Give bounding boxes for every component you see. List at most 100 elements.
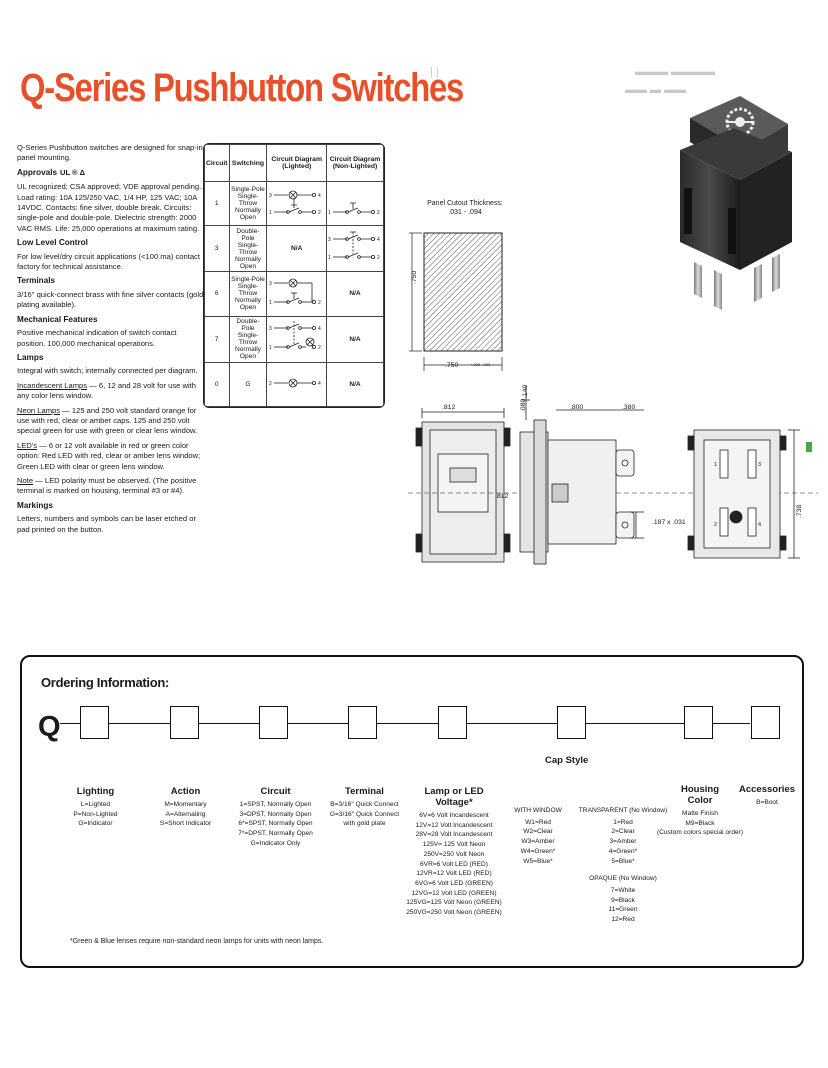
ordering-information-panel	[20, 655, 804, 968]
circuit-cell: 1	[204, 180, 230, 227]
action-code-box	[170, 706, 199, 739]
approval-marks: UL ® Δ	[60, 167, 85, 177]
transparent-heading: TRANSPARENT (No Window)	[578, 807, 668, 814]
led-text: — 6 or 12 volt available in red or green…	[17, 440, 201, 471]
dim-cutout-width: .750	[445, 362, 459, 369]
lamps-heading: Lamps	[17, 352, 44, 362]
option-item: G=Indicator	[78, 820, 113, 828]
dim-140: .140	[522, 384, 529, 398]
incandescent-para: Incandescent Lamps — 6, 12 and 28 volt f…	[17, 381, 205, 402]
action-heading: Action	[170, 786, 201, 797]
option-item: W2=Clear	[523, 828, 553, 836]
option-item: 7=White	[610, 886, 636, 894]
dim-front-width: .812	[442, 404, 456, 411]
option-item: 2=Clear	[611, 828, 635, 836]
cap-style-code-box	[557, 706, 586, 739]
svg-text:2: 2	[318, 345, 321, 351]
option-item: W5=Blue*	[523, 857, 553, 865]
svg-text:4: 4	[758, 522, 761, 528]
svg-text:1: 1	[269, 345, 272, 351]
option-item: 250VG=250 Volt Neon (GREEN)	[406, 909, 502, 917]
option-item: S=Short Indicator	[159, 820, 212, 828]
option-item: 6VR=6 Volt LED (RED)	[420, 860, 488, 868]
svg-text:4: 4	[318, 193, 321, 199]
option-item: G=3/16" Quick Connect	[329, 810, 400, 818]
terminal-heading: Terminal	[345, 786, 384, 797]
cap-transparent-options: TRANSPARENT (No Window) 1=Red 2=Clear 3=…	[578, 806, 668, 925]
circuit-cell: 7	[204, 315, 230, 363]
action-options: Action M=Momentary A=Alternating S=Short…	[148, 786, 223, 829]
svg-text:2: 2	[714, 522, 717, 528]
housing-options: Housing Color Matte Finish M9=Black (Cus…	[655, 784, 745, 838]
col-lighted: Circuit Diagram (Lighted)	[266, 144, 327, 182]
neon-text: — 125 and 250 volt standard orange for u…	[17, 405, 198, 436]
bleed-through-text: ▬▬▬ ▬▬▬▬	[635, 66, 716, 78]
option-item: B=Boot	[756, 799, 778, 806]
option-item: 12VR=12 Volt LED (RED)	[416, 870, 492, 878]
dim-380: .380	[622, 404, 636, 411]
bleed-through-text: ▬▬ ▬ ▬▬	[625, 84, 687, 96]
option-item: P=Non-Lighted	[73, 810, 118, 818]
mechanical-heading: Mechanical Features	[17, 314, 98, 324]
approvals-heading: Approvals	[17, 167, 58, 177]
led-para: LED's — 6 or 12 volt available in red or…	[17, 441, 205, 472]
terminals-text: 3/16" quick-connect brass with fine silv…	[17, 289, 204, 310]
col-nonlighted: Circuit Diagram (Non-Lighted)	[326, 144, 384, 182]
dim-tab: .187 x .031	[652, 519, 686, 526]
page-title: Q-Series Pushbutton Switches	[20, 66, 464, 110]
dim-800: .800	[570, 404, 584, 411]
description-column: Q-Series Pushbutton switches are designe…	[17, 143, 205, 539]
option-item: 1=SPST, Normally Open	[239, 801, 312, 808]
option-item: 125V= 125 Volt Neon	[422, 841, 486, 849]
col-switching: Switching	[228, 144, 268, 182]
incandescent-label: Incandescent Lamps	[17, 380, 88, 390]
option-item: 6*=SPST, Normally Open	[238, 820, 313, 828]
option-item: 5=Blue*	[611, 857, 635, 865]
option-item: 250V=250 Volt Neon	[423, 850, 485, 858]
accessories-options: Accessories B=Boot	[738, 784, 796, 808]
cap-style-heading: Cap Style	[545, 755, 589, 766]
dim-738: .738	[796, 504, 803, 518]
lighting-code-box	[80, 706, 109, 739]
lamp-options: Lamp or LED Voltage* 6V=6 Volt Incandesc…	[406, 786, 502, 918]
circuit-cell: 6	[204, 271, 230, 317]
housing-code-box	[684, 706, 713, 739]
option-item: 3=DPST, Normally Open	[239, 810, 312, 818]
option-item: 7*=DPST, Normally Open	[238, 830, 313, 838]
intro-text: Q-Series Pushbutton switches are designe…	[17, 143, 203, 163]
option-item: Matte Finish	[682, 810, 718, 817]
col-circuit: Circuit	[204, 144, 230, 182]
option-item: A=Alternating	[165, 810, 206, 818]
panel-cutout-drawing	[409, 232, 503, 371]
nonlighted-na: N/A	[326, 315, 384, 363]
table-row: 7 Double-Pole Single-Throw Normally Open…	[204, 315, 384, 363]
svg-text:4: 4	[318, 326, 321, 332]
option-item: M9=Black	[685, 819, 715, 827]
lamps-text: Integral with switch; internally connect…	[17, 366, 198, 376]
table-row: 6 Single-Pole Single-Throw Normally Open…	[204, 271, 384, 317]
dim-front-height: .812	[495, 493, 509, 500]
table-row: 1 Single-Pole Single-Throw Normally Open…	[204, 180, 384, 227]
neon-label: Neon Lamps	[17, 405, 61, 415]
terminals-heading: Terminals	[17, 276, 56, 286]
ordering-footnote: *Green & Blue lenses require non-standar…	[70, 938, 324, 945]
incandescent-text: — 6, 12 and 28 volt for use with any col…	[17, 380, 196, 401]
circuit-cell: 0	[204, 361, 230, 407]
circuit-heading: Circuit	[260, 786, 291, 797]
svg-text:3: 3	[328, 237, 331, 243]
switch-photo	[680, 96, 792, 310]
approvals-heading-row: Approvals UL ® Δ	[17, 168, 205, 178]
svg-text:1: 1	[328, 210, 331, 216]
switching-cell: Single-Pole Single-Throw Normally Open	[228, 271, 268, 317]
terminal-options: Terminal B=3/16" Quick Connect G=3/16" Q…	[322, 786, 407, 829]
nonlighted-na: N/A	[326, 361, 384, 407]
option-item: W3=Amber	[521, 838, 555, 846]
bleed-through-mark: | |	[430, 66, 439, 78]
svg-text:3: 3	[269, 193, 272, 199]
svg-text:3: 3	[758, 462, 761, 468]
